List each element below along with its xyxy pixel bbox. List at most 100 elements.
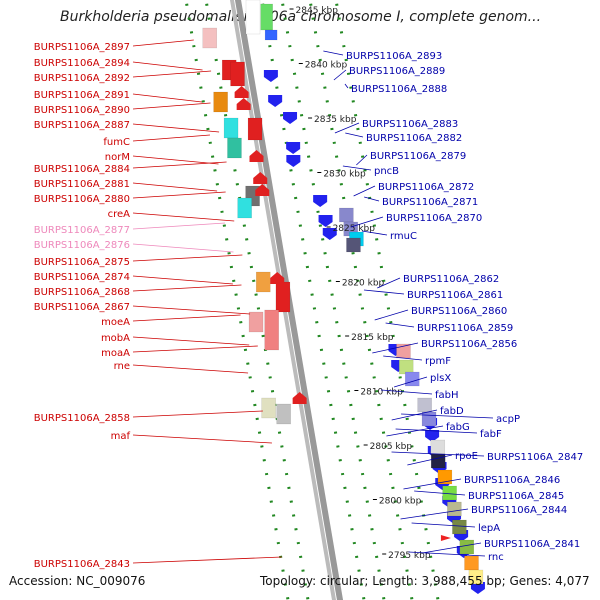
- right-label-leader: [411, 522, 476, 528]
- right-gene-label: BURPS1106A_2870: [386, 213, 482, 224]
- left-gene-label: mobA: [101, 333, 130, 344]
- left-label-leader: [132, 134, 211, 142]
- right-label-leader: [372, 342, 419, 354]
- left-gene-label: BURPS1106A_2894: [34, 58, 130, 69]
- right-label-leader: [364, 196, 380, 202]
- right-label-leader: [403, 478, 462, 490]
- left-gene-label: maf: [111, 431, 131, 442]
- gene-feature: [430, 453, 446, 469]
- gene-arrow-reverse: [470, 582, 485, 594]
- right-gene-label: BURPS1106A_2871: [382, 197, 478, 208]
- gene-feature: [442, 485, 457, 501]
- left-gene-label: BURPS1106A_2897: [34, 42, 130, 53]
- right-label-leader: [350, 216, 384, 228]
- right-gene-label: rmuC: [390, 231, 417, 242]
- left-gene-label: BURPS1106A_2887: [34, 120, 130, 131]
- left-label-leader: [132, 410, 263, 418]
- gene-arrow-forward: [253, 172, 268, 184]
- gene-arrow-reverse: [268, 95, 283, 107]
- left-label-leader: [132, 284, 242, 292]
- right-label-leader: [377, 277, 401, 289]
- right-gene-label: plsX: [430, 373, 451, 384]
- gene-arrow-reverse: [425, 430, 440, 442]
- right-label-leader: [422, 542, 482, 554]
- right-gene-label: acpP: [496, 414, 520, 425]
- left-label-leader: [132, 254, 243, 262]
- gene-arrow-reverse: [263, 70, 278, 82]
- left-gene-label: BURPS1106A_2890: [34, 105, 130, 116]
- right-gene-label: fabG: [446, 422, 470, 433]
- gene-feature: [237, 197, 252, 219]
- right-label-leader: [385, 322, 415, 328]
- left-label-leader: [132, 434, 272, 444]
- right-gene-label: rpmF: [425, 356, 451, 367]
- kbp-tick-label: 2815 kbp: [351, 333, 394, 343]
- right-gene-label: BURPS1106A_2856: [421, 339, 517, 350]
- gene-feature: [346, 237, 361, 253]
- gene-feature: [230, 61, 245, 87]
- kbp-tick-label: 2800 kbp: [379, 497, 422, 507]
- map-title: Burkholderia pseudomallei 1106a chromoso…: [60, 9, 542, 25]
- left-label-leader: [132, 70, 212, 78]
- gene-arrow-forward: [292, 392, 307, 404]
- kbp-tick-label: 2795 kbp: [388, 551, 431, 561]
- kbp-tick-label: 2845 kbp: [296, 6, 339, 16]
- right-gene-label: BURPS1106A_2883: [362, 119, 458, 130]
- right-gene-label: BURPS1106A_2860: [411, 306, 507, 317]
- gene-arrow-reverse: [318, 215, 333, 227]
- left-label-leader: [132, 345, 258, 353]
- right-gene-label: BURPS1106A_2846: [464, 475, 560, 486]
- left-gene-label: BURPS1106A_2867: [34, 302, 130, 313]
- right-gene-label: fabH: [435, 390, 459, 401]
- gene-feature: [464, 555, 479, 571]
- right-label-leader: [361, 230, 388, 236]
- right-gene-label: pncB: [374, 166, 399, 177]
- right-gene-label: BURPS1106A_2845: [468, 491, 564, 502]
- left-gene-label: BURPS1106A_2843: [34, 559, 130, 570]
- right-label-leader: [374, 309, 409, 321]
- right-label-leader: [400, 508, 469, 520]
- kbp-tick-label: 2835 kbp: [314, 115, 357, 125]
- gene-feature: [264, 309, 279, 351]
- left-gene-label: norM: [105, 152, 130, 163]
- left-gene-label: BURPS1106A_2892: [34, 73, 130, 84]
- left-label-leader: [132, 275, 233, 285]
- gene-feature: [447, 501, 462, 517]
- gene-feature: [227, 137, 242, 159]
- gene-feature: [202, 27, 218, 49]
- left-gene-label: moaA: [101, 348, 130, 359]
- right-label-leader: [333, 69, 347, 81]
- right-label-leader: [356, 154, 368, 166]
- kbp-tick-label: 2830 kbp: [323, 170, 366, 180]
- right-gene-label: BURPS1106A_2844: [471, 505, 567, 516]
- left-label-leader: [132, 243, 234, 253]
- left-gene-label: BURPS1106A_2891: [34, 90, 130, 101]
- gene-feature: [437, 469, 453, 485]
- left-label-leader: [132, 336, 250, 346]
- gene-arrow-forward: [236, 98, 251, 110]
- right-label-leader: [334, 122, 360, 134]
- right-label-leader: [383, 355, 423, 361]
- gene-arrow-forward: [440, 535, 451, 541]
- right-label-leader: [353, 185, 376, 197]
- left-label-leader: [132, 314, 241, 322]
- gene-feature: [468, 569, 484, 585]
- left-label-leader: [132, 102, 211, 110]
- right-label-leader: [393, 376, 428, 388]
- accession-text: Accession: NC_009076: [9, 574, 146, 588]
- gene-feature: [261, 397, 276, 419]
- gene-feature: [245, 0, 261, 35]
- left-label-leader: [132, 556, 282, 564]
- gene-feature: [452, 519, 467, 535]
- right-gene-label: BURPS1106A_2889: [349, 66, 445, 77]
- gene-feature: [404, 371, 420, 387]
- right-gene-label: BURPS1106A_2882: [366, 133, 462, 144]
- right-gene-label: rpoE: [455, 451, 478, 462]
- gene-arrow-forward: [255, 184, 270, 196]
- right-label-leader: [391, 451, 485, 457]
- gene-arrow-reverse: [283, 112, 298, 124]
- left-gene-label: BURPS1106A_2881: [34, 179, 130, 190]
- gene-feature: [264, 29, 278, 41]
- right-label-leader: [323, 50, 344, 56]
